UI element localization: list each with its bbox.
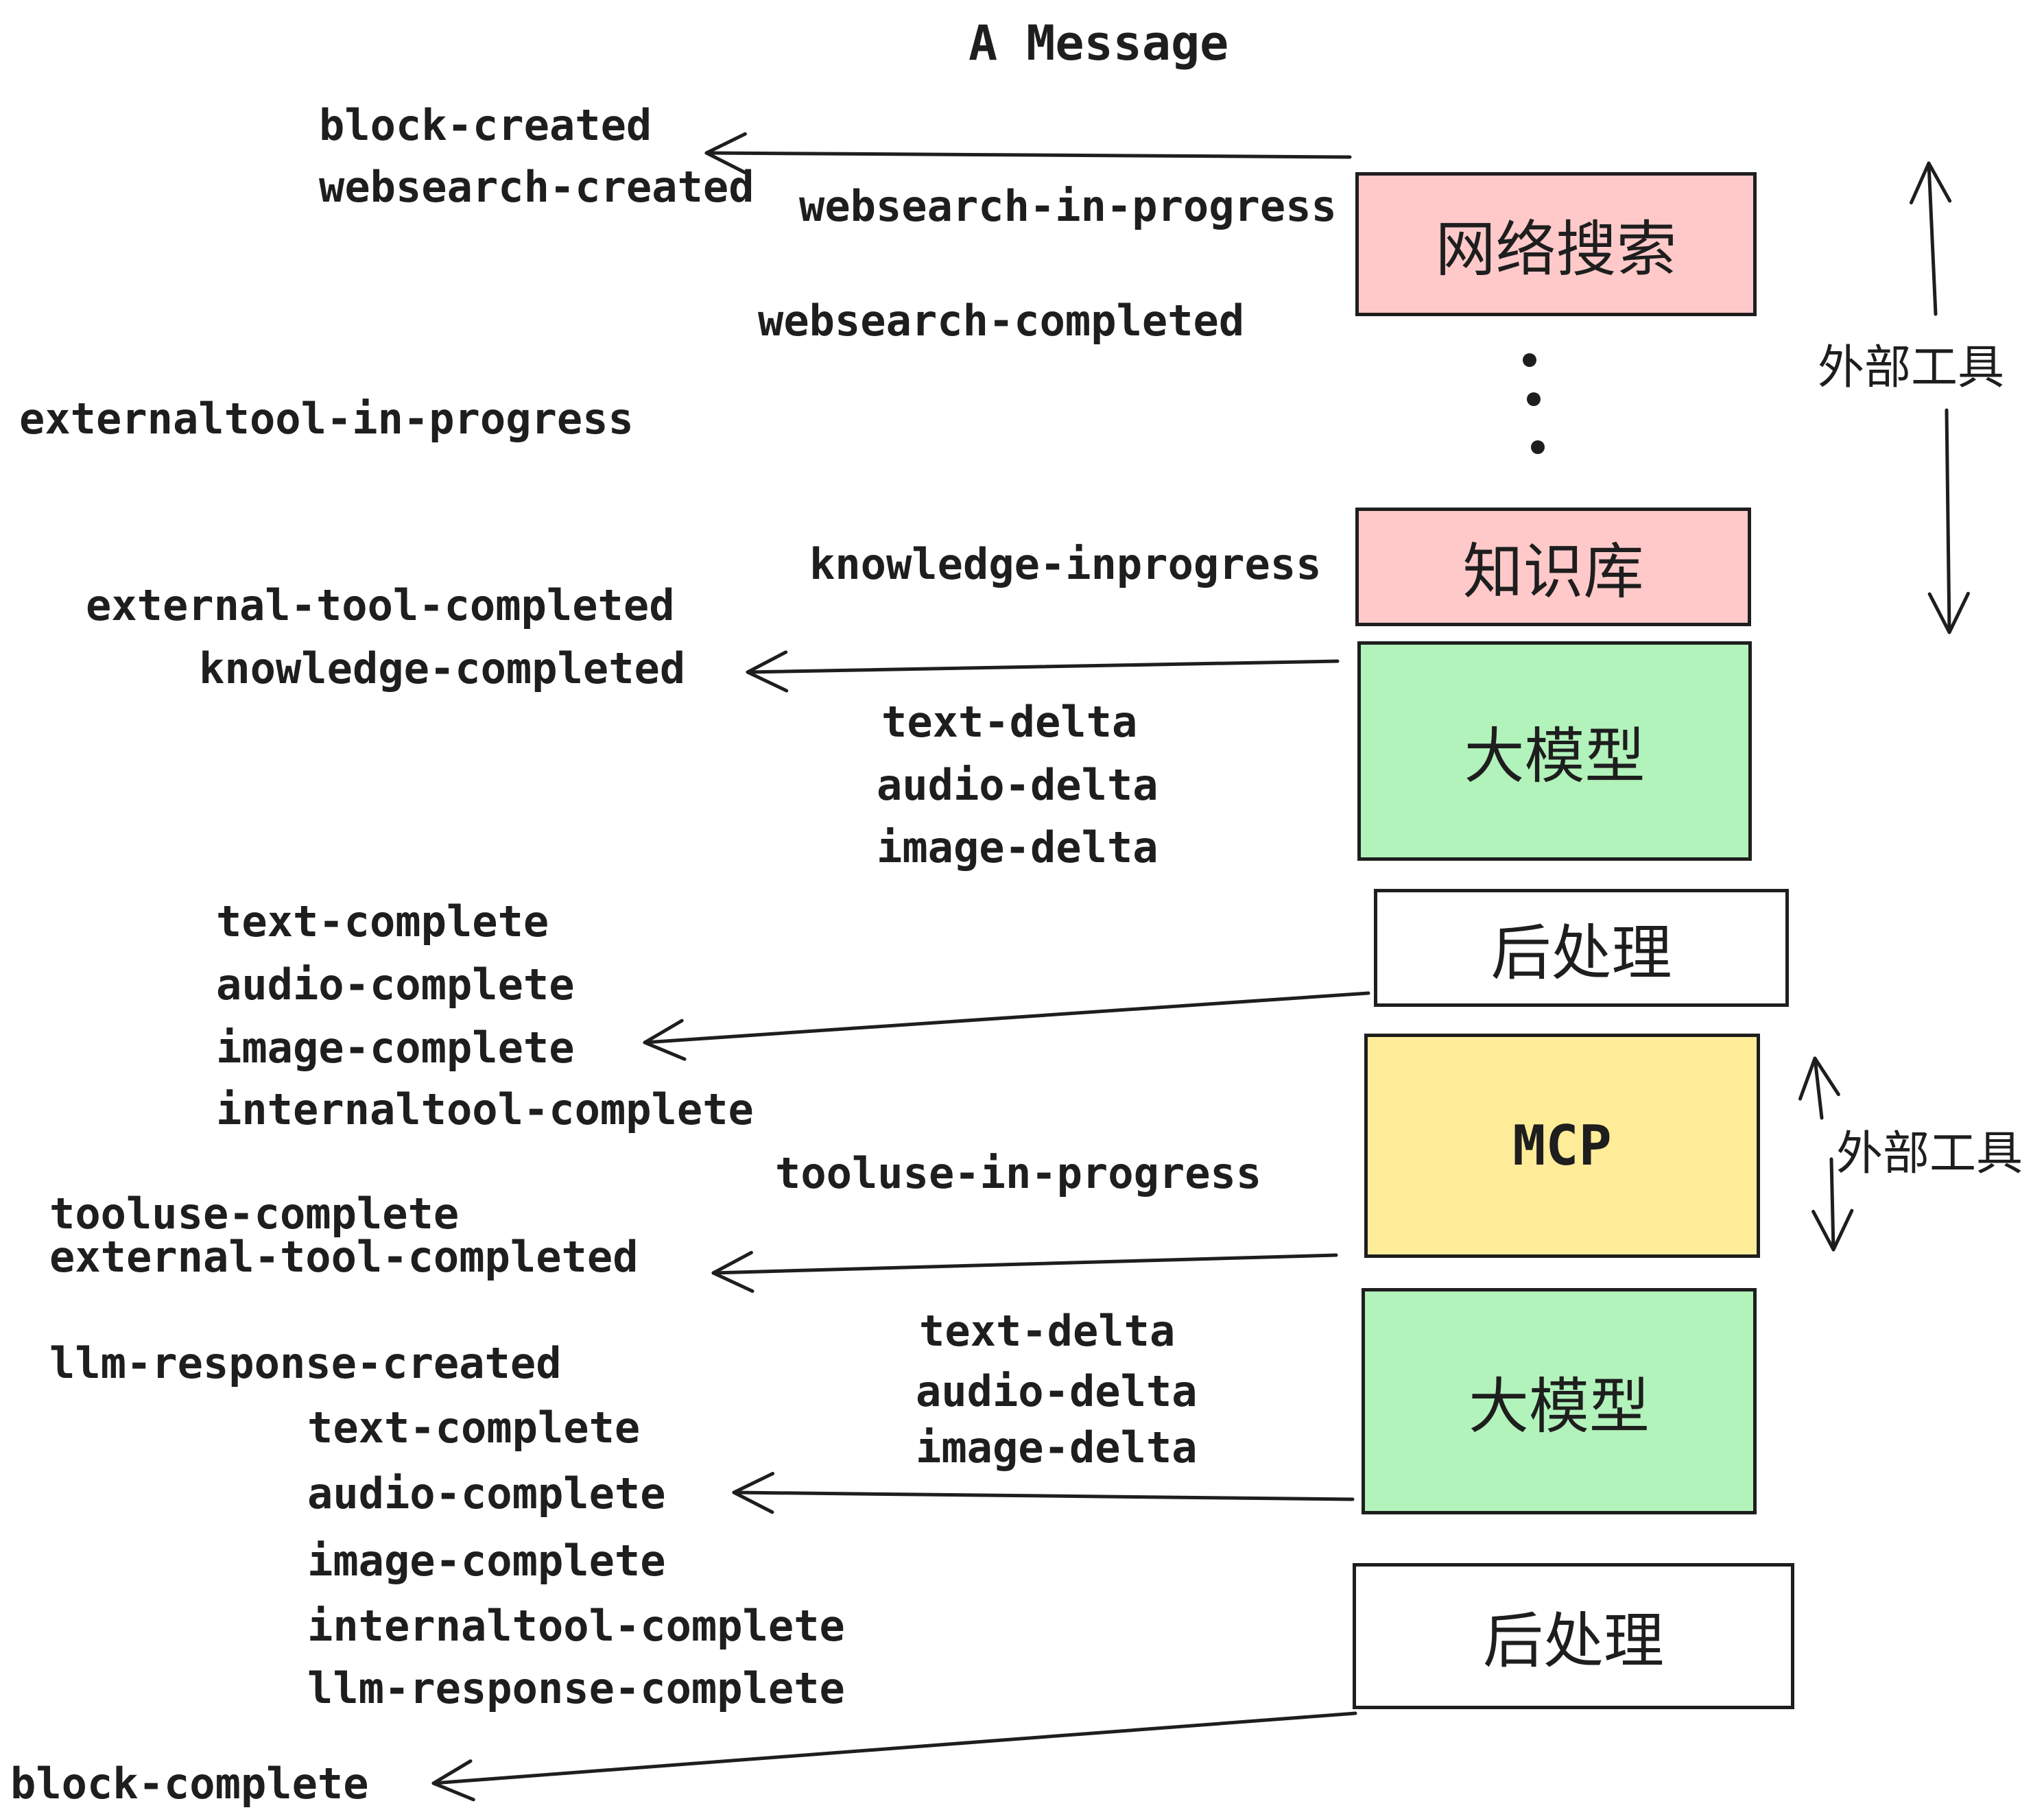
box-post-process-1: 后处理 — [1374, 889, 1789, 1007]
side-label-external-tools-1: 外部工具 — [1818, 342, 2005, 394]
ellipsis-dots-icon — [1523, 353, 1545, 454]
event-label-websearch-completed: websearch-completed — [758, 296, 1245, 346]
mcp-up-arrow-icon — [1798, 1056, 1840, 1120]
box-mcp: MCP — [1364, 1034, 1760, 1258]
page-title: A Message — [968, 15, 1229, 71]
event-label-image-complete-2: image-complete — [307, 1536, 666, 1586]
mcp-down-arrow-icon — [1811, 1157, 1854, 1252]
box-websearch: 网络搜索 — [1355, 172, 1757, 316]
event-label-text-delta: text-delta — [881, 697, 1138, 747]
event-label-audio-complete: audio-complete — [216, 960, 575, 1010]
event-label-image-delta-2: image-delta — [916, 1422, 1198, 1473]
external-tool-up-arrow-icon — [1909, 161, 1952, 316]
event-label-tooluse-complete: tooluse-complete — [49, 1189, 460, 1239]
event-label-websearch-created: websearch-created — [319, 162, 754, 212]
event-label-internaltool-complete: internaltool-complete — [216, 1084, 754, 1134]
arrow-to-image-complete-icon — [643, 991, 1370, 1061]
arrow-to-audio-complete-icon — [732, 1472, 1355, 1514]
event-label-externaltool-in-progress: externaltool-in-progress — [19, 394, 634, 444]
event-label-audio-delta-2: audio-delta — [916, 1366, 1198, 1416]
event-label-audio-delta: audio-delta — [877, 760, 1158, 810]
arrow-to-tooluse-complete-icon — [711, 1250, 1338, 1294]
event-label-block-complete: block-complete — [10, 1759, 369, 1809]
event-label-audio-complete-2: audio-complete — [307, 1468, 666, 1519]
event-label-llm-response-complete: llm-response-complete — [307, 1663, 845, 1713]
event-label-external-tool-completed-2: external-tool-completed — [49, 1232, 639, 1282]
event-label-llm-response-created: llm-response-created — [49, 1338, 562, 1388]
box-knowledge: 知识库 — [1355, 508, 1751, 626]
arrow-to-block-complete-icon — [431, 1711, 1357, 1802]
box-llm-1: 大模型 — [1357, 641, 1752, 861]
event-label-internaltool-complete-2: internaltool-complete — [307, 1601, 845, 1651]
arrow-to-knowledge-completed-icon — [746, 650, 1340, 693]
event-label-image-delta: image-delta — [877, 822, 1158, 872]
event-label-tooluse-in-progress: tooluse-in-progress — [775, 1148, 1262, 1198]
event-label-text-complete-2: text-complete — [307, 1403, 641, 1453]
side-label-external-tools-2: 外部工具 — [1836, 1128, 2023, 1180]
event-label-knowledge-completed: knowledge-completed — [199, 643, 686, 693]
arrow-to-block-created-icon — [704, 132, 1352, 174]
event-label-text-delta-2: text-delta — [919, 1306, 1176, 1356]
event-label-websearch-in-progress: websearch-in-progress — [799, 181, 1337, 231]
event-label-image-complete: image-complete — [216, 1023, 575, 1073]
event-label-external-tool-completed: external-tool-completed — [86, 580, 675, 630]
box-llm-2: 大模型 — [1362, 1288, 1757, 1514]
event-label-knowledge-inprogress: knowledge-inprogress — [809, 539, 1322, 589]
external-tool-down-arrow-icon — [1927, 408, 1970, 634]
box-post-process-2: 后处理 — [1353, 1563, 1794, 1709]
event-label-block-created: block-created — [319, 100, 652, 150]
event-label-text-complete: text-complete — [216, 896, 549, 946]
